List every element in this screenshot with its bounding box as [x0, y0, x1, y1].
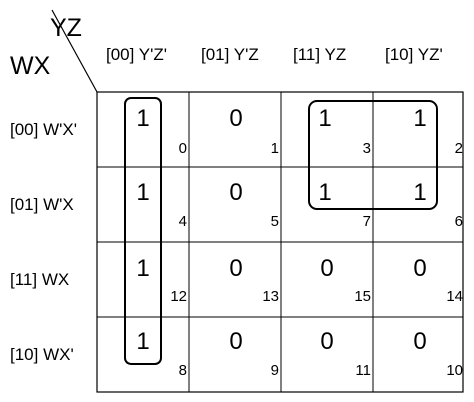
cell-index: 0 [178, 140, 187, 157]
cell-value: 1 [413, 105, 427, 132]
row-variables-label: WX [10, 52, 51, 80]
cell-value: 0 [320, 328, 334, 355]
cell-index: 12 [170, 288, 187, 305]
cell-value: 1 [318, 105, 332, 132]
cell-value: 1 [136, 105, 150, 132]
cell-value: 0 [229, 105, 243, 132]
group-loop-column [124, 97, 162, 365]
cell-value: 0 [229, 328, 243, 355]
cell-index: 6 [454, 213, 463, 230]
cell-value: 1 [318, 179, 332, 206]
cell-index: 8 [178, 362, 187, 379]
corner-diagonal [51, 9, 98, 93]
row-header-00: [00] W'X' [10, 120, 77, 139]
row-header-01: [01] W'X [10, 195, 74, 214]
cell-index: 2 [454, 140, 463, 157]
cell-index: 3 [362, 140, 371, 157]
column-header-01: [01] Y'Z [201, 45, 259, 64]
cell-value: 1 [136, 328, 150, 355]
cell-value: 0 [229, 179, 243, 206]
cell-value: 1 [136, 255, 150, 282]
column-header-00: [00] Y'Z' [106, 45, 167, 64]
cell-index: 5 [270, 213, 279, 230]
cell-index: 4 [178, 213, 187, 230]
cell-index: 9 [270, 362, 279, 379]
column-header-11: [11] YZ [293, 45, 347, 64]
cell-value: 0 [413, 328, 427, 355]
cell-value: 0 [413, 255, 427, 282]
column-header-10: [10] YZ' [385, 45, 443, 64]
row-header-11: [11] WX [10, 270, 70, 289]
group-loop-quad [308, 100, 438, 210]
row-header-10: [10] WX' [10, 345, 74, 364]
cell-value: 0 [320, 255, 334, 282]
cell-index: 13 [262, 288, 279, 305]
cell-index: 10 [446, 362, 463, 379]
cell-index: 14 [446, 288, 463, 305]
cell-index: 15 [354, 288, 371, 305]
cell-value: 1 [413, 179, 427, 206]
cell-value: 0 [229, 255, 243, 282]
cell-index: 1 [270, 140, 279, 157]
cell-value: 1 [136, 179, 150, 206]
cell-index: 11 [355, 362, 371, 379]
column-variables-label: YZ [50, 14, 82, 42]
cell-index: 7 [362, 213, 371, 230]
